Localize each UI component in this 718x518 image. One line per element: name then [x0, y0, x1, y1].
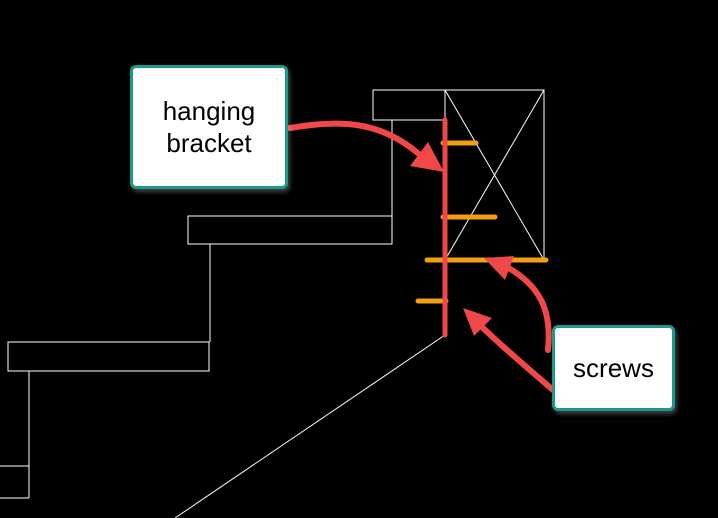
hanging-bracket-callout: hanging bracket — [130, 65, 288, 189]
upper-tread — [187, 215, 393, 245]
screw-arrow-lower-shaft — [477, 322, 556, 393]
lower-tread — [7, 341, 210, 372]
hanging-bracket-label: hanging bracket — [162, 96, 256, 158]
landing-nosing — [372, 89, 446, 121]
screw-arrowhead-lower — [463, 308, 492, 336]
screws-label: screws — [573, 353, 654, 383]
screw-arrowhead-upper — [484, 256, 514, 280]
screw-arrow-upper-shaft — [502, 263, 552, 353]
screws-callout: screws — [552, 325, 675, 411]
bracket-arrow-shaft — [287, 120, 423, 158]
stringer-line — [174, 334, 446, 518]
arrows-group — [287, 120, 556, 393]
arrowheads-group — [410, 142, 514, 336]
joist-cross-2 — [444, 89, 545, 261]
bracket-arrowhead — [410, 142, 444, 172]
